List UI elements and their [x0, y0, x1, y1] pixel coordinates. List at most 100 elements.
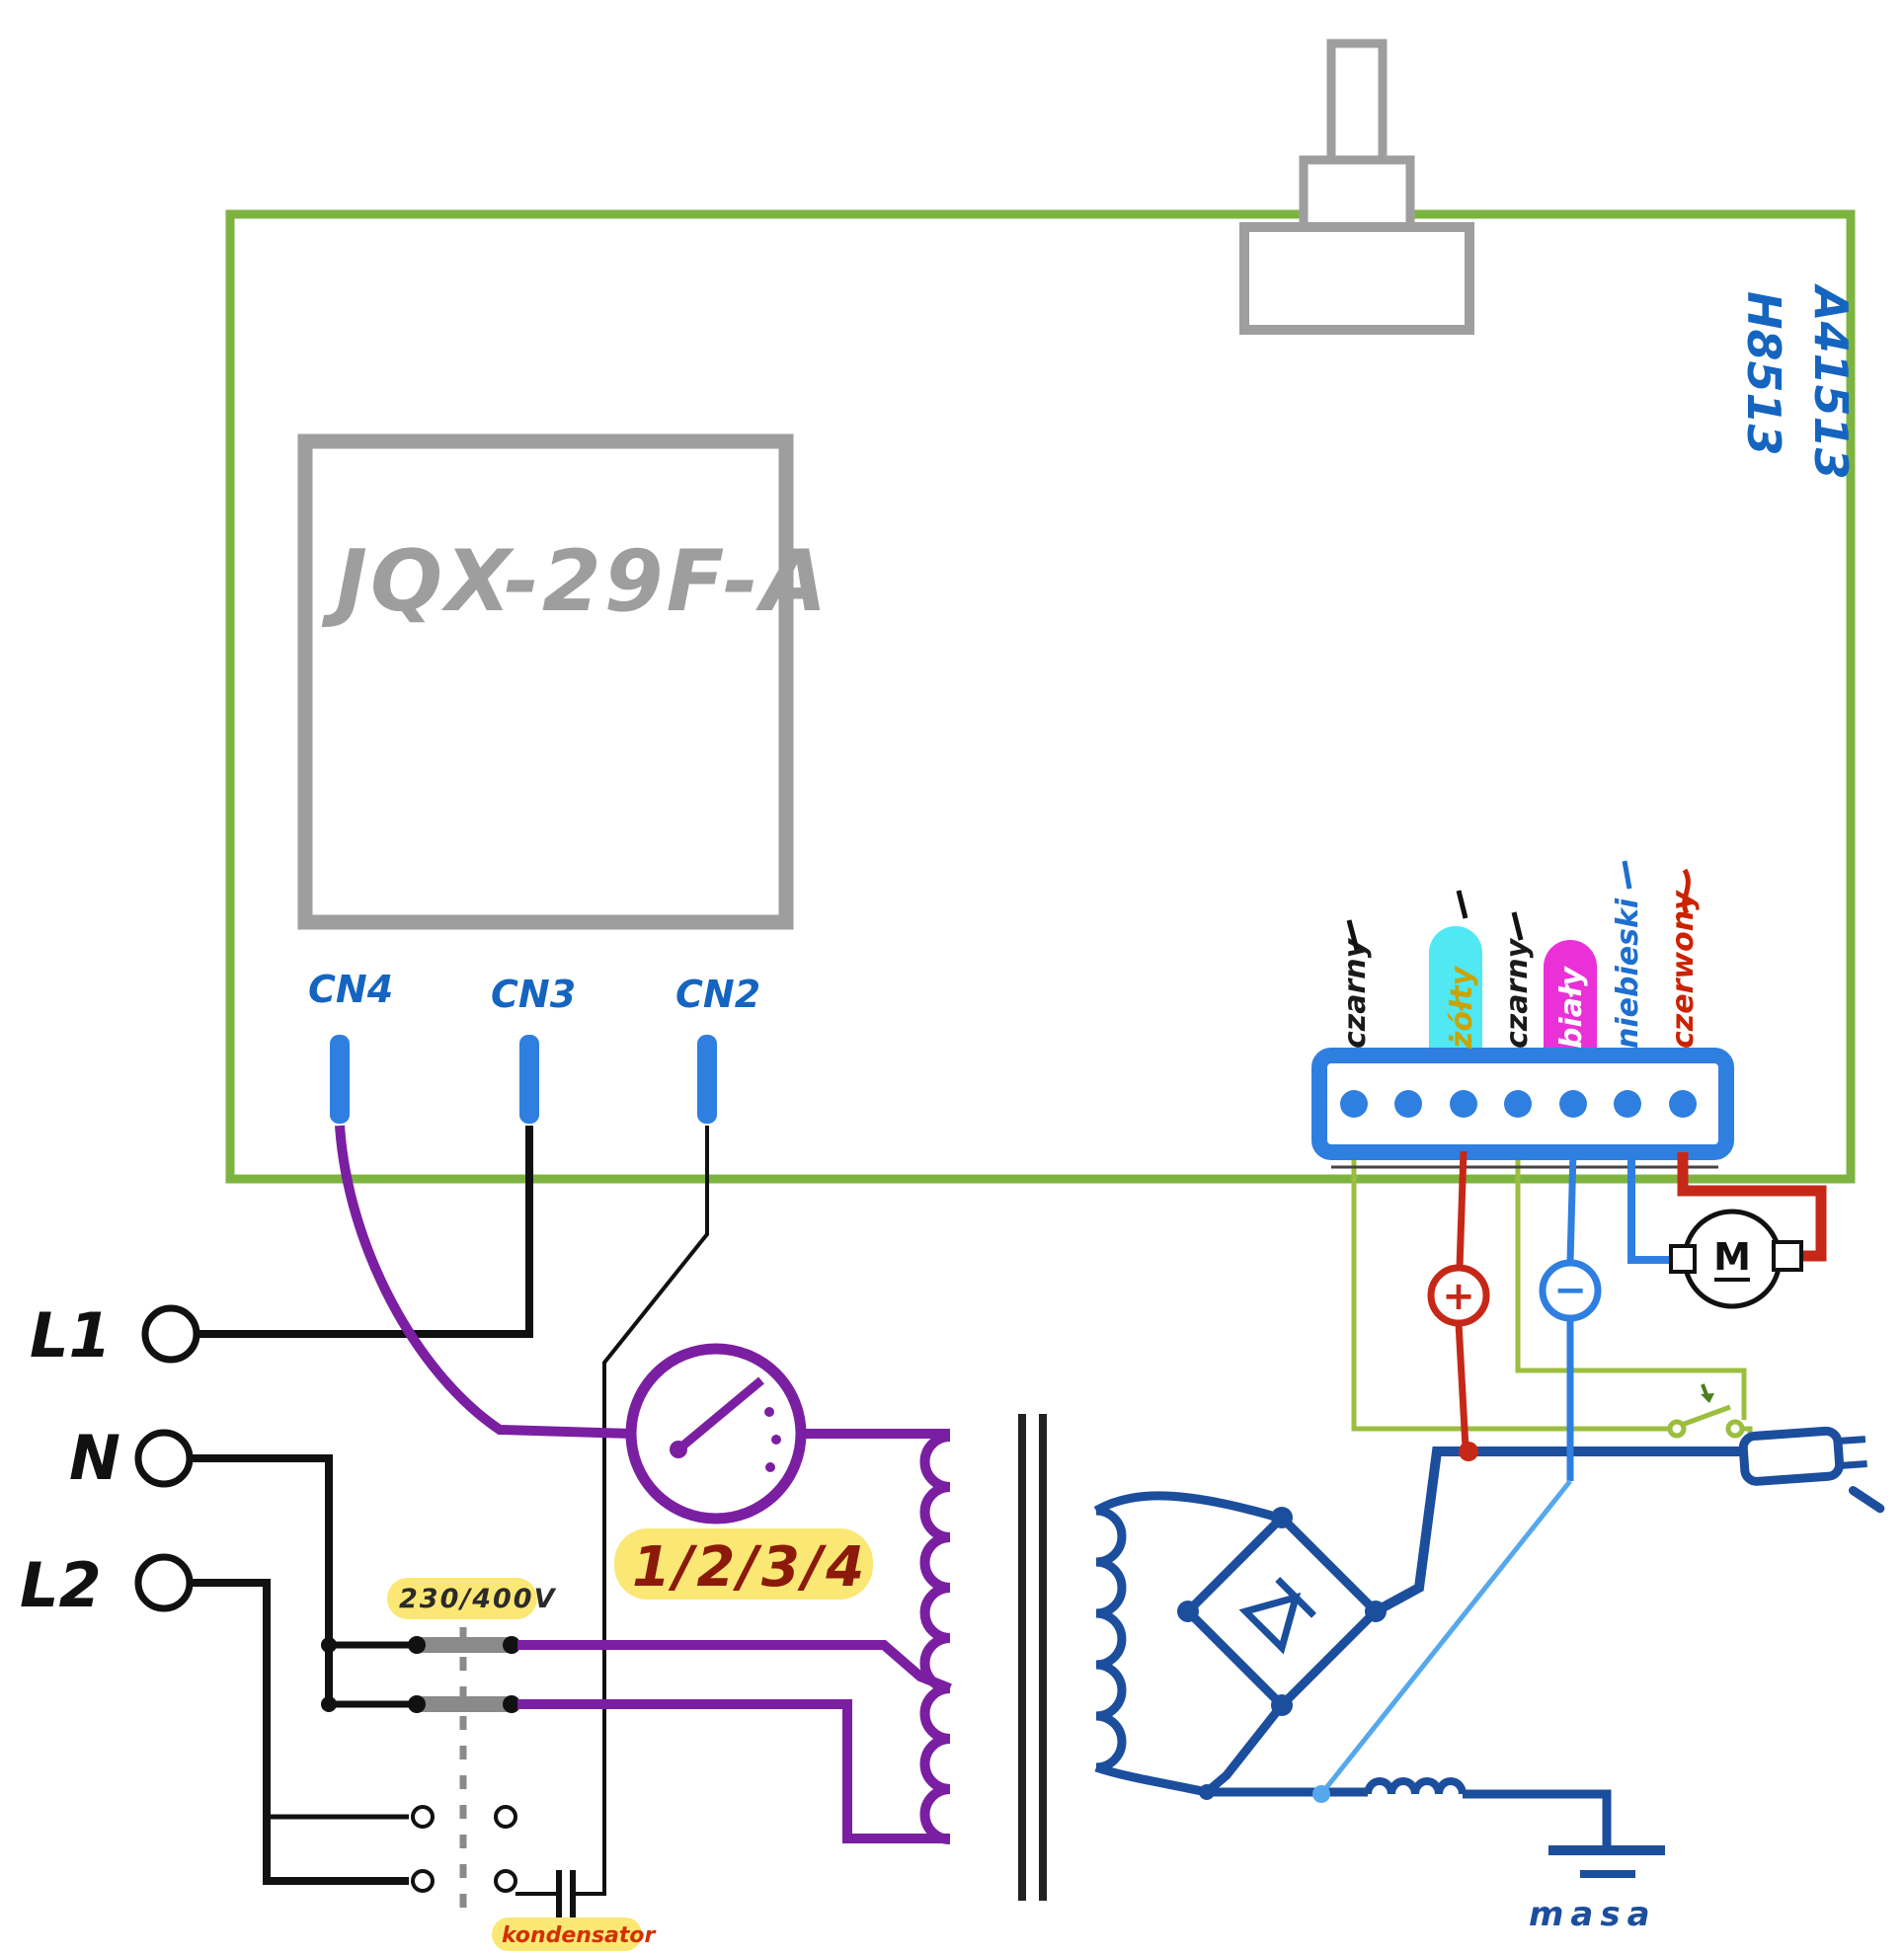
- dc-plus-rail: [1373, 1447, 1778, 1616]
- junction-dot: [321, 1696, 337, 1712]
- wire-label-czarny-2: czarny: [1500, 937, 1535, 1049]
- motor: M: [1627, 1151, 1827, 1309]
- capacitor-text: kondensator: [502, 1923, 657, 1948]
- positions-text: 1/2/3/4: [632, 1535, 867, 1600]
- aux-contact: [411, 1869, 435, 1893]
- l2-wire: [190, 1579, 409, 1885]
- minus-diagonal-wire: [1319, 1479, 1572, 1796]
- terminal-1: [1340, 1090, 1368, 1118]
- cn4-purple-wire: [335, 1125, 632, 1439]
- plus-sign: +: [1442, 1274, 1475, 1319]
- green-circuit: [1351, 1151, 1753, 1449]
- microswitch-blade: [1681, 1404, 1731, 1428]
- contact-bar-2: [411, 1696, 517, 1712]
- mains-inputs: L1 N L2: [20, 1299, 200, 1621]
- diode-symbol: [1238, 1576, 1317, 1655]
- terminal-5: [1559, 1090, 1587, 1118]
- purple-wire-upper: [517, 1640, 952, 1693]
- cn4-label: CN4: [308, 968, 393, 1011]
- wire-stub: [1346, 919, 1360, 951]
- wire-label-czarny-1: czarny: [1338, 937, 1373, 1049]
- wire-label-niebieski: niebieski: [1611, 898, 1645, 1049]
- dc-node: [1199, 1784, 1215, 1800]
- plug-prongs: [1837, 1436, 1867, 1469]
- board-code-1: H8513: [1737, 291, 1790, 456]
- transformer-core: [1018, 1414, 1047, 1901]
- cn2-pin: [697, 1035, 717, 1124]
- dc-minus-branch: −: [1312, 1150, 1602, 1803]
- n-wire: [190, 1454, 333, 1710]
- pot-body: [1239, 222, 1474, 335]
- wire-stub-red: [1682, 868, 1691, 915]
- wire-stub: [1511, 911, 1524, 941]
- cn2-label: CN2: [675, 973, 760, 1016]
- capacitor-highlight: [492, 1917, 642, 1951]
- minus-sign: −: [1553, 1268, 1587, 1313]
- positions-highlight: [614, 1528, 873, 1600]
- relay-outline: [297, 433, 794, 930]
- plug-tail: [1848, 1486, 1885, 1514]
- terminal-6: [1614, 1090, 1641, 1118]
- minus-junction-dot: [1312, 1785, 1330, 1803]
- l1-label: L1: [30, 1299, 112, 1371]
- cn2-thin-wire: [575, 1126, 709, 1896]
- transformer-secondary-coil: [1095, 1506, 1127, 1772]
- plus-badge: [1427, 1264, 1490, 1327]
- rotary-switch: [335, 1125, 950, 1525]
- motor-brush-left: [1669, 1244, 1697, 1274]
- cn4-pin: [330, 1035, 350, 1124]
- terminal-block: [1311, 926, 1734, 1169]
- aux-contact: [494, 1869, 517, 1893]
- n-terminal: [134, 1429, 194, 1488]
- purple-wire-lower: [517, 1699, 950, 1843]
- wire-label-zolty: żółty: [1445, 965, 1479, 1050]
- junction-dot: [321, 1637, 337, 1653]
- wire-stub: [1456, 890, 1468, 919]
- l1-terminal: [141, 1304, 200, 1364]
- ground-label: masa: [1529, 1895, 1657, 1934]
- pot-neck: [1299, 155, 1415, 234]
- bridge-rectifier: [1177, 1507, 1387, 1716]
- l2-terminal: [134, 1553, 194, 1612]
- terminal-2: [1394, 1090, 1422, 1118]
- secondary-lead-top: [1093, 1491, 1284, 1524]
- voltage-selector-label: 230/400V: [387, 1578, 555, 1619]
- cn3-pin: [519, 1035, 539, 1124]
- power-plug: [1738, 1426, 1885, 1514]
- minus-badge: [1539, 1259, 1602, 1322]
- wire-label-czerwony: czerwony: [1666, 890, 1701, 1049]
- contact-dot: [408, 1636, 426, 1654]
- rotary-switch-pointer: [675, 1376, 764, 1453]
- microswitch-node: [1725, 1419, 1745, 1439]
- contact-dot: [503, 1695, 520, 1713]
- mains-wiring: [190, 1126, 709, 1896]
- aux-contact: [494, 1805, 517, 1829]
- board-codes: H8513 A41513: [1737, 283, 1858, 480]
- n-label: N: [69, 1422, 120, 1494]
- cn3-label: CN3: [491, 973, 576, 1016]
- bridge-diamond: [1181, 1511, 1383, 1712]
- relay-label: JQX-29F-A: [321, 532, 830, 631]
- diode-triangle: [1238, 1592, 1302, 1655]
- wire-stub-blue: [1622, 860, 1632, 890]
- l2-label: L2: [20, 1549, 102, 1621]
- bridge-node: [1271, 1507, 1293, 1528]
- bridge-node: [1177, 1601, 1199, 1622]
- contact-dot: [503, 1636, 520, 1654]
- green-wire-2: [1515, 1151, 1747, 1420]
- microswitch-node: [1667, 1419, 1687, 1439]
- plus-wire: [1455, 1150, 1469, 1448]
- rotary-position-dot: [765, 1462, 775, 1472]
- l1-wire-to-cn3: [197, 1126, 533, 1338]
- dc-plus-branch: +: [1427, 1150, 1490, 1461]
- terminal-4: [1504, 1090, 1532, 1118]
- rotary-position-dot: [771, 1435, 781, 1445]
- pcb-board-outline: [225, 209, 1856, 1184]
- contactor: [408, 1627, 576, 1917]
- motor-brush-right: [1772, 1240, 1803, 1272]
- switch-positions-label: 1/2/3/4: [614, 1528, 873, 1600]
- terminal-3: [1450, 1090, 1477, 1118]
- contactor-purple-wires: [517, 1640, 952, 1843]
